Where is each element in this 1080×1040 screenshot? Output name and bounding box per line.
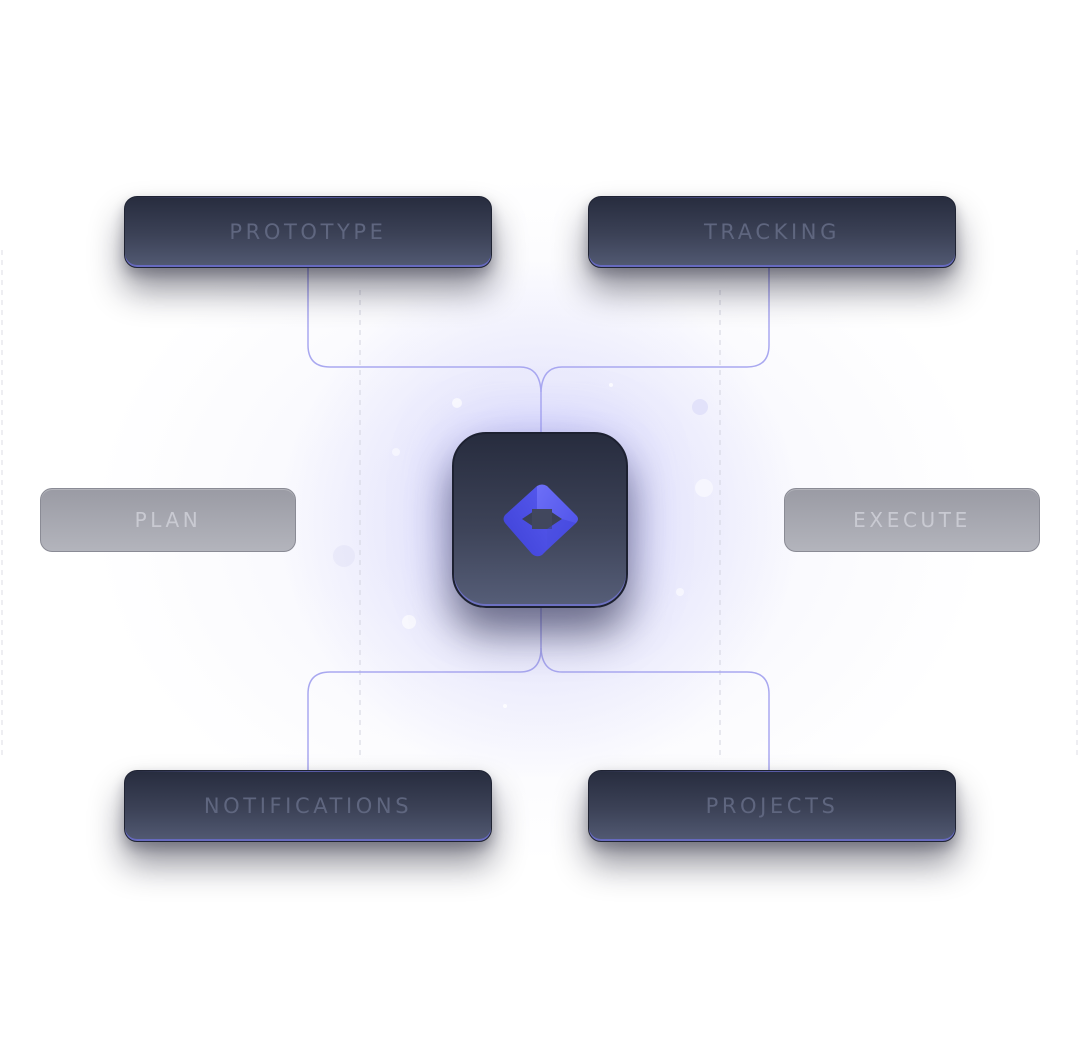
connector-projects: [540, 647, 770, 770]
node-prototype[interactable]: PROTOTYPE: [124, 196, 492, 268]
node-execute[interactable]: EXECUTE: [784, 488, 1040, 552]
node-tracking-label: TRACKING: [704, 220, 840, 244]
diamond-logo-icon: [503, 484, 578, 557]
node-notifications[interactable]: NOTIFICATIONS: [124, 770, 492, 842]
connector-prototype: [307, 268, 542, 432]
node-execute-label: EXECUTE: [853, 508, 971, 532]
node-plan[interactable]: PLAN: [40, 488, 296, 552]
node-notifications-label: NOTIFICATIONS: [203, 794, 413, 818]
connector-tracking: [540, 268, 770, 393]
node-projects[interactable]: PROJECTS: [588, 770, 956, 842]
node-plan-label: PLAN: [134, 508, 202, 532]
node-tracking[interactable]: TRACKING: [588, 196, 956, 268]
hub-card[interactable]: [452, 432, 628, 608]
connector-notifications: [307, 608, 542, 770]
node-prototype-label: PROTOTYPE: [229, 220, 387, 244]
node-projects-label: PROJECTS: [705, 794, 839, 818]
